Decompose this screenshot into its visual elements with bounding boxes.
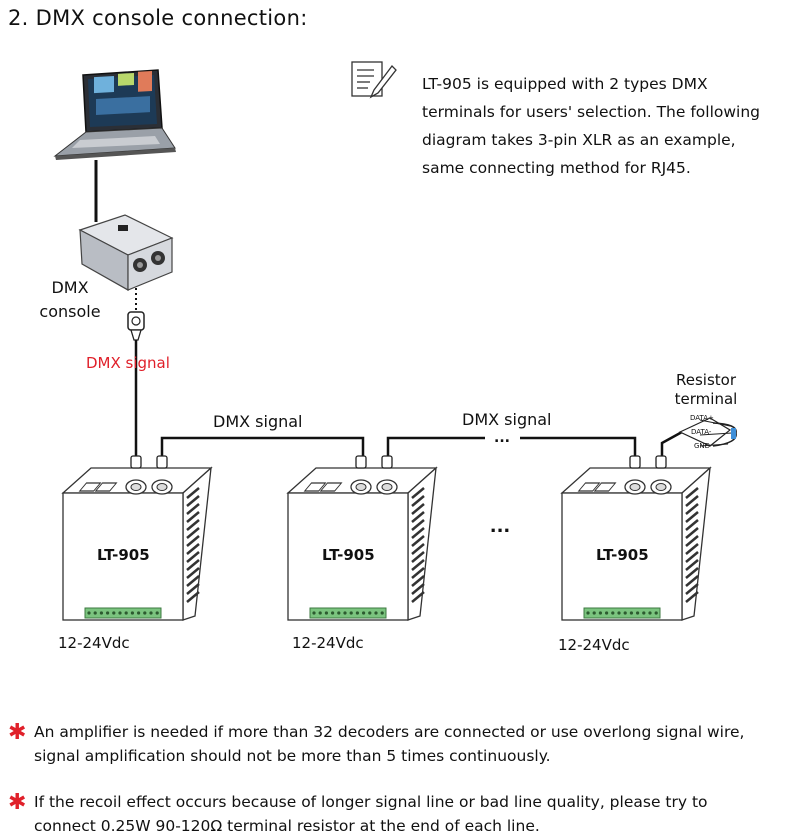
laptop-icon [53,69,176,160]
signal-label-link-2: DMX signal [462,410,552,429]
resistor-pin-data-plus: DATA+ [690,414,714,422]
resistor-pin-gnd: GND [694,442,711,450]
decoder-device-2 [286,455,438,621]
xlr-plug-icon [127,311,145,341]
device-ellipsis: ... [490,516,511,537]
decoder-1-model: LT-905 [97,546,150,564]
signal-label-link-1: DMX signal [213,412,303,431]
note-paragraph: LT-905 is equipped with 2 types DMX term… [422,70,782,182]
bullet-line: If the recoil effect occurs because of l… [34,793,708,811]
decoder-2-model: LT-905 [322,546,375,564]
bullet-line: signal amplification should not be more … [34,747,551,765]
resistor-label-line: terminal [674,390,738,408]
section-title: 2. DMX console connection: [8,6,308,30]
asterisk-icon: ✱ [8,720,27,745]
note-bullet-1: ✱ An amplifier is needed if more than 32… [8,720,783,768]
decoder-2-power: 12-24Vdc [292,634,364,652]
asterisk-icon: ✱ [8,790,27,815]
resistor-label: Resistor terminal [668,371,744,409]
console-label-line: console [39,302,101,321]
console-label-line: DMX [51,278,89,297]
console-label: DMX console [38,276,102,324]
note-pencil-icon [351,61,397,99]
decoder-1-power: 12-24Vdc [58,634,130,652]
resistor-pin-data-minus: DATA- [691,428,712,436]
note-line: diagram takes 3-pin XLR as an example, [422,131,736,149]
note-line: terminals for users' selection. The foll… [422,103,761,121]
dmx-console-icon [78,214,174,292]
decoder-3-power: 12-24Vdc [558,636,630,654]
signal-label-vertical: DMX signal [86,354,170,372]
bullet-line: connect 0.25W 90-120Ω terminal resistor … [34,817,540,835]
note-line: LT-905 is equipped with 2 types DMX [422,75,708,93]
link-ellipsis: ... [494,430,510,446]
note-bullet-2: ✱ If the recoil effect occurs because of… [8,790,783,838]
decoder-device-3 [560,455,712,621]
resistor-label-line: Resistor [676,371,736,389]
resistor-terminal-icon [678,417,737,447]
bullet-line: An amplifier is needed if more than 32 d… [34,723,745,741]
decoder-device-1 [61,455,213,621]
decoder-3-model: LT-905 [596,546,649,564]
note-line: same connecting method for RJ45. [422,159,691,177]
